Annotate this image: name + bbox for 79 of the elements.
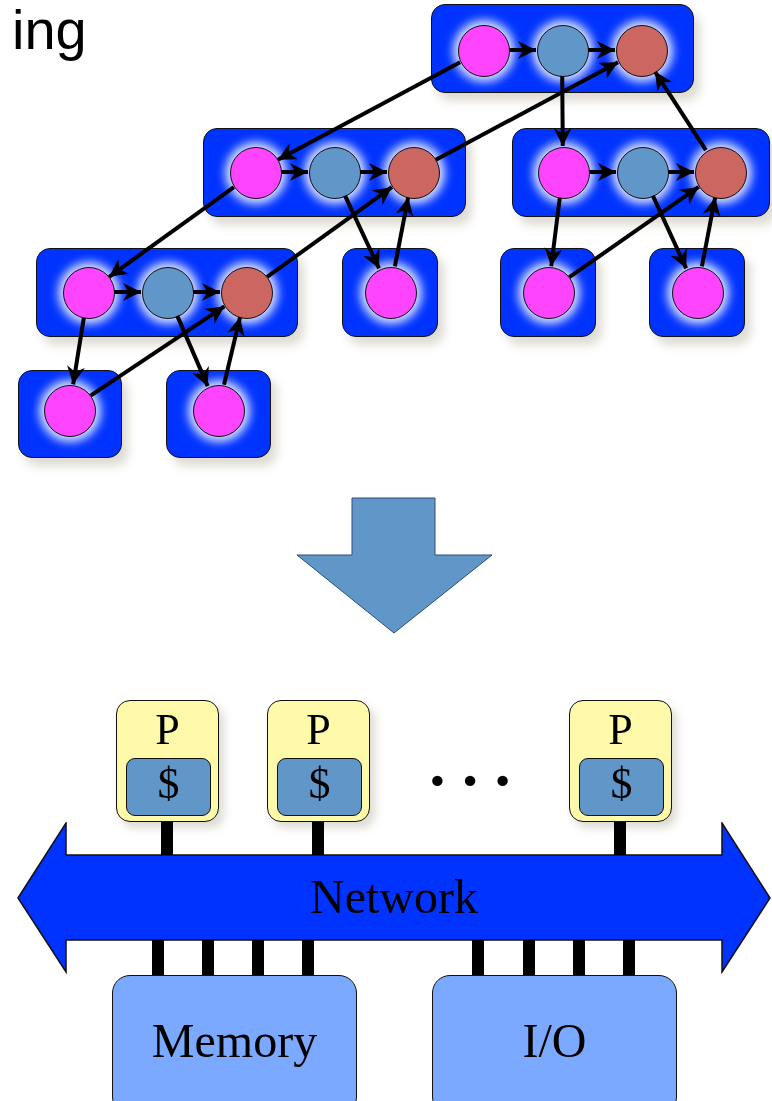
- task-circle: [142, 267, 194, 319]
- task-group-box: [36, 248, 298, 337]
- bus-connector: [152, 940, 164, 975]
- cache-box: [126, 758, 211, 816]
- io-label: I/O: [521, 1014, 588, 1068]
- task-group-box: [512, 128, 770, 217]
- arrow: [651, 194, 688, 270]
- ellipsis-label: • • •: [425, 760, 515, 804]
- arrow: [392, 197, 414, 267]
- task-circle: [538, 147, 590, 199]
- arrow: [175, 315, 210, 387]
- arrow: [343, 194, 381, 270]
- arrow: [434, 60, 620, 162]
- task-group-box: [18, 370, 122, 458]
- io-box: [432, 975, 677, 1101]
- task-group-box: [342, 248, 438, 337]
- arrow: [114, 283, 141, 301]
- arrow: [589, 163, 616, 181]
- arrow: [89, 304, 226, 398]
- task-group-box: [649, 248, 745, 337]
- arrow: [668, 163, 694, 181]
- bus-connector: [202, 940, 214, 975]
- bus-connector: [302, 940, 314, 975]
- arrow: [509, 41, 536, 59]
- task-group-box: [203, 128, 466, 217]
- processor-label: P: [154, 705, 181, 755]
- cache-label: $: [609, 759, 634, 809]
- task-circle: [230, 147, 282, 199]
- task-circle: [616, 25, 668, 77]
- arrow: [699, 197, 721, 267]
- heading-fragment: ing: [12, 0, 87, 60]
- task-circle: [365, 267, 417, 319]
- task-circle: [458, 25, 510, 77]
- bus-connector: [623, 940, 635, 975]
- cache-label: $: [307, 759, 332, 809]
- arrow: [265, 185, 394, 279]
- processor-box: [116, 700, 219, 822]
- bus-connector: [614, 822, 626, 855]
- processor-box: [267, 700, 370, 822]
- arrow: [193, 283, 220, 301]
- arrow: [67, 317, 86, 385]
- bus-connector: [573, 940, 585, 975]
- task-group-box: [431, 4, 694, 93]
- task-group-box: [166, 370, 271, 458]
- bus-connector: [312, 822, 324, 855]
- task-circle: [44, 385, 96, 437]
- task-circle: [388, 147, 440, 199]
- memory-box: [112, 975, 357, 1101]
- memory-label: Memory: [150, 1014, 319, 1068]
- arrow: [360, 163, 387, 181]
- cache-label: $: [156, 759, 181, 809]
- task-circle: [617, 147, 669, 199]
- cache-box: [277, 758, 362, 816]
- task-circle: [63, 267, 115, 319]
- task-circle: [221, 267, 273, 319]
- bus-connector: [523, 940, 535, 975]
- arrow: [281, 163, 308, 181]
- task-circle: [537, 25, 589, 77]
- arrow: [107, 185, 236, 279]
- arrow: [222, 316, 245, 386]
- arrow: [588, 41, 615, 59]
- task-group-box: [500, 248, 596, 337]
- arrow: [568, 185, 700, 279]
- task-circle: [523, 267, 575, 319]
- network-label: Network: [309, 870, 479, 924]
- bus-connector: [252, 940, 264, 975]
- arrow: [553, 75, 572, 147]
- task-circle: [309, 147, 361, 199]
- cache-box: [579, 758, 664, 816]
- task-circle: [695, 147, 747, 199]
- bus-connector: [472, 940, 484, 975]
- task-circle: [672, 267, 724, 319]
- task-circle: [193, 385, 245, 437]
- processor-label: P: [305, 705, 332, 755]
- arrow: [544, 197, 563, 267]
- arrow: [276, 60, 462, 162]
- processor-label: P: [607, 705, 634, 755]
- bus-connector: [161, 822, 173, 855]
- processor-box: [569, 700, 672, 822]
